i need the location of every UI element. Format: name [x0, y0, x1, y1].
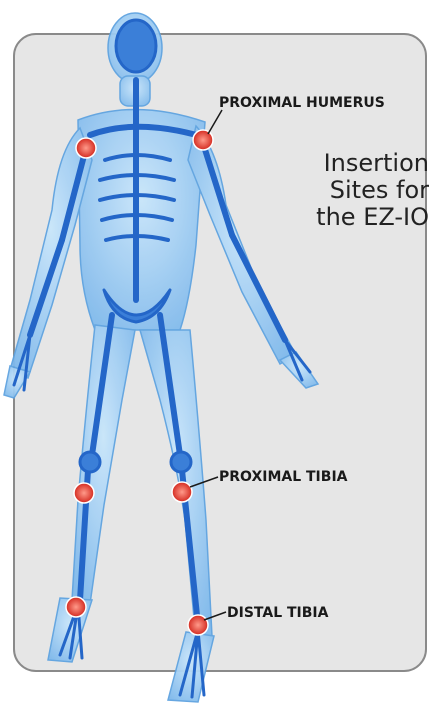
marker-proximal-tibia-right — [172, 482, 192, 502]
marker-proximal-tibia-left — [74, 483, 94, 503]
marker-proximal-humerus-left — [76, 138, 96, 158]
title-line-3: the EZ-IO — [269, 204, 429, 231]
label-distal-tibia: DISTAL TIBIA — [227, 605, 328, 621]
marker-proximal-humerus-right — [193, 130, 213, 150]
title-line-1: Insertion — [269, 150, 429, 177]
marker-distal-tibia-right — [188, 615, 208, 635]
label-proximal-tibia: PROXIMAL TIBIA — [219, 469, 347, 485]
title-line-2: Sites for — [269, 177, 429, 204]
diagram-title: Insertion Sites for the EZ-IO — [269, 150, 429, 231]
marker-distal-tibia-left — [66, 597, 86, 617]
label-proximal-humerus: PROXIMAL HUMERUS — [219, 95, 385, 111]
